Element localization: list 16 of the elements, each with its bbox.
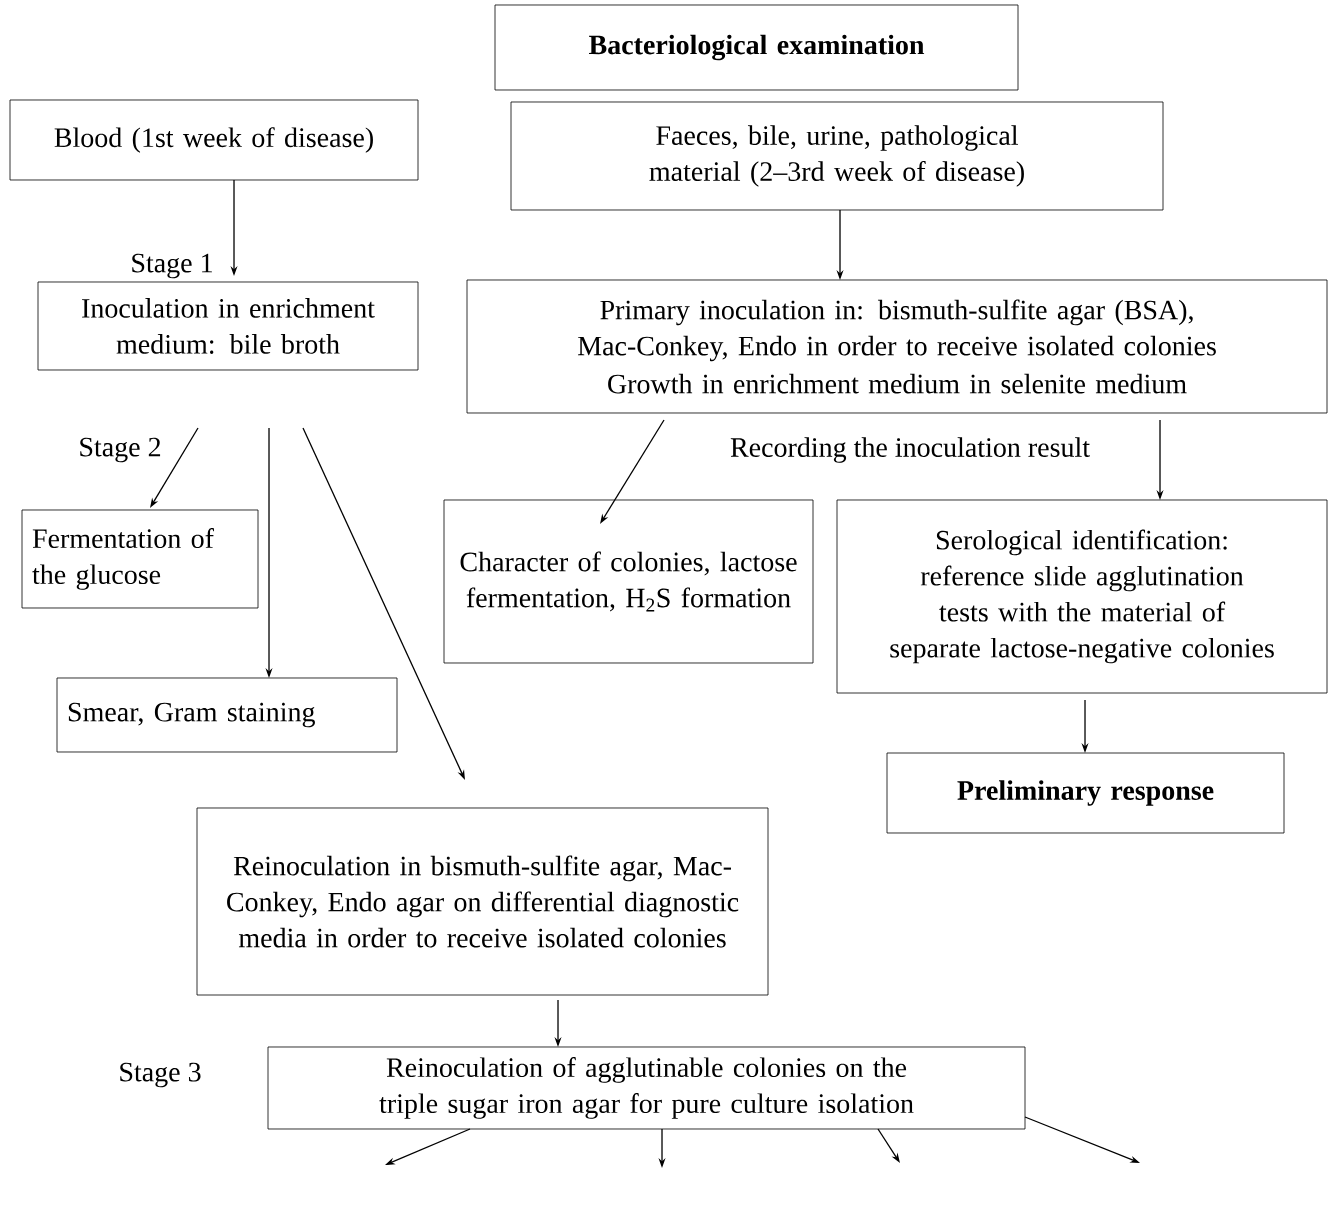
process-box: Serological identification: reference slide agglutination tests with the material of separate lactose-negative colonies [836, 499, 1328, 694]
process-box: Preliminary response [886, 752, 1285, 834]
process-box: Reinoculation of agglutinable colonies on the triple sugar iron agar for pure culture isolation [267, 1046, 1026, 1130]
process-box: Smear, Gram staining [56, 677, 398, 753]
process-box: Inoculation in enrichment medium: bile broth [37, 281, 419, 371]
process-box: Primary inoculation in: bismuth-sulfite agar (BSA), Mac-Conkey, Endo in order to receive isolated colonies Growth in enrichment medium in selenite medium [466, 279, 1328, 414]
process-box: Fermentation of the glucose [21, 509, 259, 609]
process-box: Reinoculation in bismuth-sulfite agar, Mac-Conkey, Endo agar on differential diagnostic media in order to receive isolated colonies [196, 807, 769, 996]
process-box: Blood (1st week of disease) [9, 99, 419, 181]
stage-label: Stage 1 [132, 253, 212, 279]
stage-label: Stage 2 [80, 437, 161, 463]
stage-label: Recording the inoculation result [730, 437, 1090, 463]
title-box: Bacteriological examination [494, 4, 1019, 91]
process-box: Faeces, bile, urine, pathological material (2–3rd week of disease) [510, 101, 1164, 211]
stage-label: Stage 3 [120, 1062, 201, 1088]
process-box: Character of colonies, lactose fermentation, H$_{2}$S formation [443, 499, 814, 664]
